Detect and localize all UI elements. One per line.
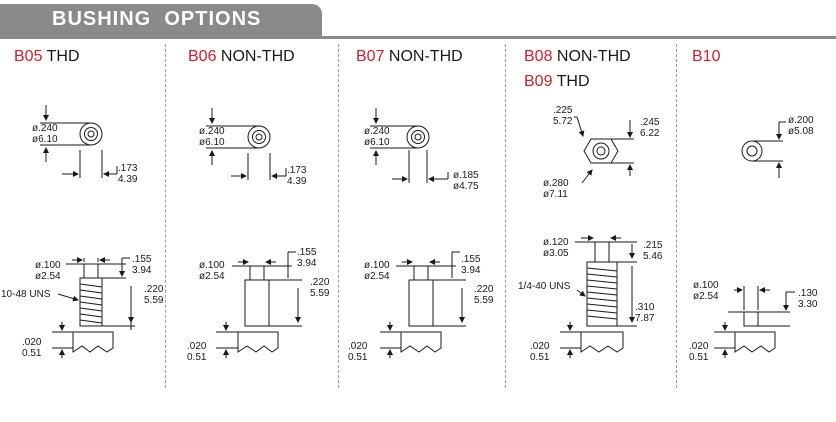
dim-label: 0.51 [187,352,207,363]
dim-label: ø.100 [693,280,719,291]
dim-label: .220 [144,284,164,295]
dim-label: 4.39 [287,176,307,187]
dim-label: .020 [22,337,42,348]
dim-label: ø.100 [199,260,225,271]
dim-label: 5.59 [474,295,494,306]
dim-label: .225 [553,105,573,116]
option-desc: NON-THD [388,48,463,65]
dim-label: ø7.11 [543,189,568,200]
option-desc: THD [556,73,590,90]
dim-label: 6.22 [640,128,660,139]
dim-label: 3.94 [297,258,317,269]
dim-label: ø.100 [35,260,61,271]
dim-label: 10-48 UNS [1,289,51,300]
option-b07-label: B07 NON-THD [356,48,463,66]
dim-label: .155 [132,254,152,265]
header-tab: BUSHING OPTIONS [0,4,322,36]
dim-label: 7.87 [635,313,655,324]
dim-label: 5.46 [643,251,663,262]
column-divider [338,44,339,388]
option-b08-label: B08 NON-THD [524,48,631,66]
dim-label: .020 [187,341,207,352]
option-desc: NON-THD [220,48,295,65]
dim-label: ø6.10 [199,137,225,148]
option-desc: THD [46,48,80,65]
dim-label: ø4.75 [453,181,479,192]
dim-label: 0.51 [689,352,709,363]
dim-label: ø.120 [543,237,569,248]
section-header: BUSHING OPTIONS [0,4,836,40]
dim-label: 1/4-40 UNS [518,281,571,292]
option-code: B05 [14,48,43,65]
dim-label: .173 [287,165,307,176]
dim-label: .155 [461,254,481,265]
b05-side-view [52,257,135,358]
dim-label: ø.240 [364,126,390,137]
header-rule [0,36,836,39]
dim-label: 0.51 [348,352,368,363]
option-b05-label: B05 THD [14,48,80,66]
option-desc: NON-THD [556,48,631,65]
column-divider [505,44,506,388]
dim-label: ø.100 [364,260,390,271]
option-code: B09 [524,73,553,90]
dim-label: ø5.08 [788,126,814,137]
dim-label: .173 [118,163,138,174]
column-divider [676,44,677,388]
dim-label: ø2.54 [693,291,719,302]
option-b06-label: B06 NON-THD [188,48,295,66]
b07-top-view [370,108,449,183]
dim-label: ø6.10 [32,134,58,145]
b06-top-view [206,108,287,180]
option-b09-label: B09 THD [524,73,590,91]
b08-top-view [574,116,634,184]
dim-label: ø.200 [788,115,814,126]
b05-top-view [40,105,118,178]
dim-label: 0.51 [530,352,550,363]
dim-label: 5.59 [144,295,164,306]
dim-label: ø3.05 [543,248,569,259]
dim-label: .020 [689,341,709,352]
dim-label: .310 [635,302,655,313]
b08-side-view [560,235,637,358]
b10-side-view [714,286,795,358]
dim-label: .130 [798,288,818,299]
dim-label: .215 [643,240,663,251]
dim-label: .220 [474,284,494,295]
dim-label: 4.39 [118,174,138,185]
dim-label: 5.72 [553,116,573,127]
b06-side-view [216,251,302,358]
b10-top-view [741,121,786,178]
dim-label: 3.30 [798,299,818,310]
option-b10-label: B10 [692,48,720,66]
dim-label: ø2.54 [364,271,390,282]
dim-label: 3.94 [461,265,481,276]
dim-label: 5.59 [310,288,330,299]
dim-label: .220 [310,277,330,288]
dim-label: ø.240 [199,126,225,137]
dim-label: .245 [640,117,660,128]
dim-label: 3.94 [132,265,152,276]
dim-label: ø.280 [543,178,569,189]
column-divider [165,44,166,388]
dim-label: .155 [297,247,317,258]
option-code: B06 [188,48,217,65]
dim-label: .020 [348,341,368,352]
dim-label: ø6.10 [364,137,390,148]
option-code: B07 [356,48,385,65]
option-code: B10 [692,48,721,65]
dim-label: ø.240 [32,123,58,134]
dim-label: .020 [530,341,550,352]
option-code: B08 [524,48,553,65]
dim-label: ø2.54 [199,271,225,282]
dim-label: ø2.54 [35,271,61,282]
section-title: BUSHING OPTIONS [52,8,262,30]
b07-side-view [380,251,466,358]
dim-label: ø.185 [453,170,479,181]
dim-label: 0.51 [22,348,42,359]
